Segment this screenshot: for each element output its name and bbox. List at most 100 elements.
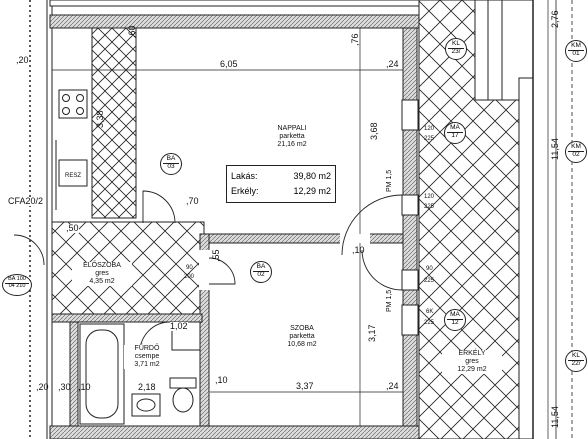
tag-top: KL — [572, 352, 580, 359]
kitchen-cabinet — [91, 27, 137, 219]
dim-label: 3,68 — [369, 122, 379, 140]
bottom-wall — [49, 425, 423, 439]
dim-label: 225 — [424, 136, 435, 142]
area-summary-box: Lakás: 39,80 m2 Erkély: 12,29 m2 — [226, 165, 336, 203]
tag-bottom: 17 — [451, 131, 459, 139]
room-label-bedroom: SZOBA parketta 10,68 m2 — [272, 325, 332, 349]
room-label-balcony: ERKÉLY gres 12,29 m2 — [442, 350, 502, 375]
window-label: PM 1,5 — [386, 289, 393, 312]
exterior-wall-left — [0, 0, 53, 439]
tag-bottom: 01 — [572, 49, 580, 57]
partition-wall-h — [204, 233, 404, 244]
balcony-area-label: Erkély: — [231, 186, 259, 196]
dim-label: ,20 — [16, 55, 29, 65]
dim-label: ,30 — [58, 382, 71, 392]
toilet — [169, 377, 197, 413]
tag-bottom: 04 210 — [8, 282, 26, 289]
dim-label: 90 — [426, 266, 433, 272]
dim-label: ,55 — [211, 249, 221, 262]
dim-label: 3,37 — [296, 381, 314, 391]
room-name: NAPPALI — [277, 125, 307, 132]
wall-label: CFA20/2 — [8, 196, 44, 206]
room-name: FÜRDŐ — [134, 345, 160, 352]
tag-top: BA — [166, 155, 176, 162]
dim-label: 120 — [424, 126, 435, 132]
room-floor: gres — [465, 358, 479, 366]
tag-bottom: 02 — [257, 270, 265, 278]
dim-label: 3,38 — [95, 110, 105, 128]
tag-top: BA — [256, 263, 266, 270]
room-floor: parketta — [289, 333, 315, 341]
dim-label: 225 — [424, 278, 435, 284]
top-wall — [49, 0, 423, 29]
tag-bottom: 03 — [167, 162, 175, 170]
flat-area-label: Lakás: — [231, 171, 258, 181]
dim-label: 6,05 — [220, 59, 238, 69]
dim-label: 225 — [424, 320, 435, 326]
dim-label: 200 — [184, 274, 195, 280]
room-area: 12,29 m2 — [457, 366, 487, 374]
room-floor: gres — [95, 270, 109, 278]
dim-label: ,10 — [78, 382, 91, 392]
dim-label: 11,54 — [550, 138, 560, 160]
room-floor: csempe — [134, 353, 160, 361]
room-name: SZOBA — [290, 325, 314, 332]
dim-label: ,10 — [215, 375, 228, 385]
tag-bottom: 02 — [572, 150, 580, 158]
dim-label: 2,76 — [550, 10, 560, 28]
dim-label: ,24 — [386, 59, 399, 69]
room-label-hall: ELŐSZOBA gres 4,35 m2 — [72, 262, 132, 287]
tag-top: KM — [571, 143, 581, 150]
kitchen-hob — [58, 89, 88, 119]
tag-top: BA 100 — [8, 276, 26, 282]
dim-label: 90 — [186, 265, 193, 271]
room-area: 3,71 m2 — [134, 361, 160, 369]
dim-label: 11,54 — [550, 406, 560, 428]
tag-bottom: 12 — [451, 318, 459, 326]
dim-label: 225 — [424, 204, 435, 210]
washbasin — [131, 393, 161, 417]
tag-top: KL — [452, 40, 460, 47]
balcony-area-value: 12,29 m2 — [293, 186, 331, 196]
dim-label: 120 — [424, 194, 435, 200]
bathtub — [79, 323, 125, 425]
dim-label: ,20 — [36, 382, 49, 392]
dim-label: 2,18 — [138, 382, 156, 392]
dim-label: 3,17 — [367, 324, 377, 342]
room-area: 21,16 m2 — [277, 141, 307, 149]
dim-label: ,70 — [186, 196, 199, 206]
balcony-area-row: Erkély: 12,29 m2 — [231, 186, 331, 198]
room-name: ERKÉLY — [458, 350, 486, 357]
room-name: ELŐSZOBA — [83, 262, 121, 269]
flat-area-value: 39,80 m2 — [293, 171, 331, 181]
door-swings — [13, 190, 403, 353]
tag-top: MA — [450, 311, 460, 318]
tag-bottom: 22/ — [571, 359, 581, 367]
tag-top: KM — [571, 42, 581, 49]
dim-label: 6K — [426, 309, 434, 315]
room-label-bath: FÜRDŐ csempe 3,71 m2 — [124, 345, 170, 370]
room-area: 10,68 m2 — [287, 341, 317, 349]
room-floor: parketta — [279, 133, 305, 141]
appliance-label: RESZ — [65, 173, 82, 179]
dim-label: ,50 — [66, 223, 79, 233]
dimension-lines — [52, 0, 549, 439]
bath-wall — [51, 313, 203, 323]
dim-label: ,10 — [352, 245, 365, 255]
window-label: PM 1,5 — [386, 169, 393, 192]
flat-area-row: Lakás: 39,80 m2 — [231, 171, 331, 183]
tag-bottom: 23/ — [451, 47, 461, 55]
dim-label: 1,02 — [170, 321, 188, 331]
dim-label: ,76 — [350, 33, 360, 46]
